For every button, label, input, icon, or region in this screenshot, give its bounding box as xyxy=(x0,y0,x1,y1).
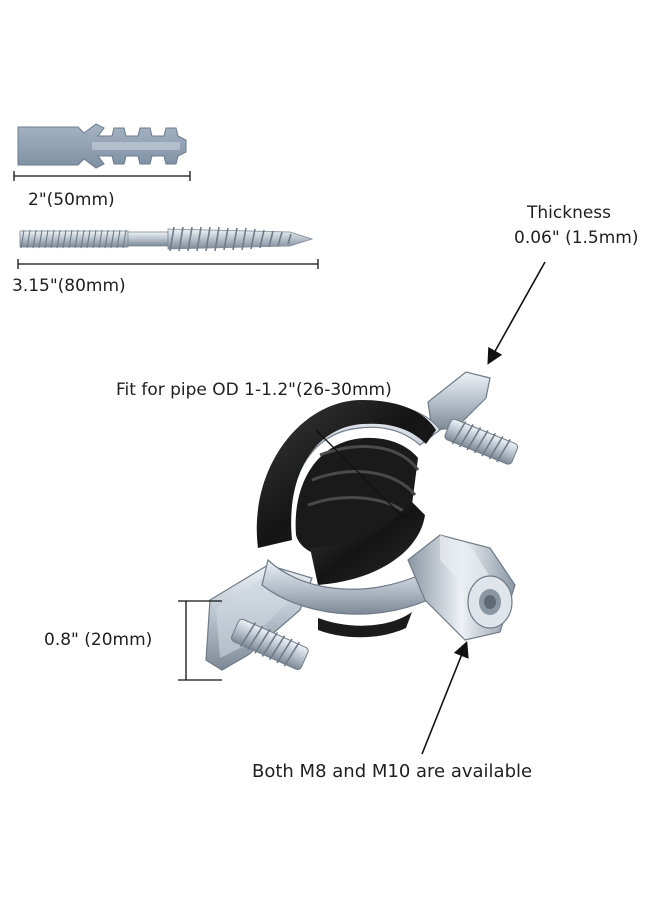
screw-length-dimension xyxy=(17,259,319,269)
pipe-clamp-icon xyxy=(205,371,519,671)
pipe-fit-label: Fit for pipe OD 1-1.2"(26-30mm) xyxy=(116,380,392,400)
thickness-title-label: Thickness xyxy=(527,203,612,223)
pipe-diameter-line xyxy=(315,429,405,519)
upper-bolt-icon xyxy=(444,418,519,465)
hanger-screw-icon xyxy=(19,226,314,252)
thread-pointer-arrow xyxy=(421,641,469,755)
height-dimension-bracket xyxy=(178,600,222,681)
screw-length-label: 3.15"(80mm) xyxy=(12,276,126,296)
hex-nut-icon xyxy=(407,534,516,641)
anchor-length-dimension xyxy=(13,171,191,181)
thickness-value-label: 0.06" (1.5mm) xyxy=(514,228,639,248)
height-label: 0.8" (20mm) xyxy=(44,630,153,650)
wall-anchor-icon xyxy=(17,123,187,169)
anchor-length-label: 2"(50mm) xyxy=(28,190,115,210)
lower-bolt-icon xyxy=(231,618,309,671)
thread-note-label: Both M8 and M10 are available xyxy=(252,761,533,782)
thickness-pointer-arrow xyxy=(487,261,546,365)
